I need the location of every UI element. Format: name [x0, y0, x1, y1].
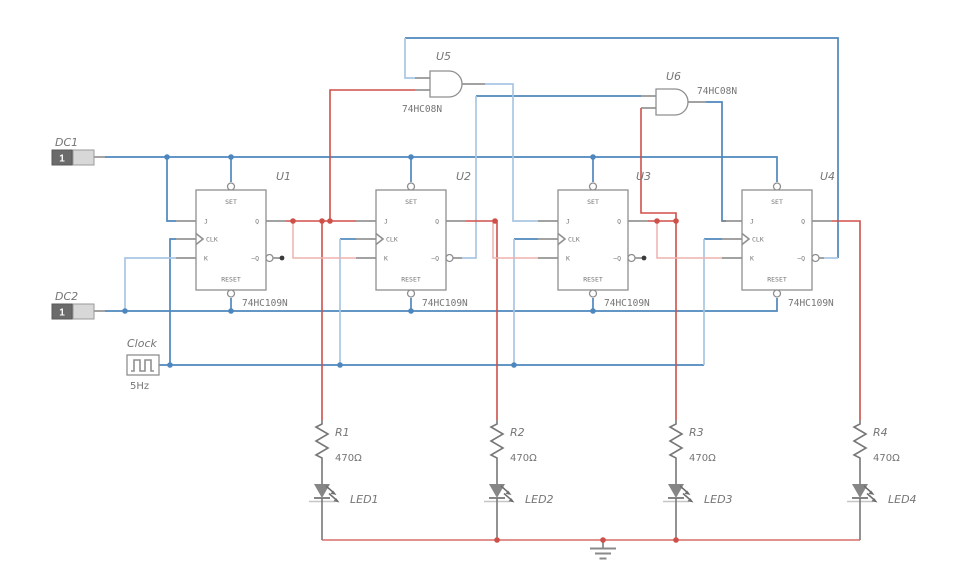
- ref-label: U2: [456, 170, 471, 183]
- wire-u1q-to-u2-k[interactable]: [292, 221, 356, 259]
- dangling-end-dot: [279, 255, 285, 261]
- part-label: 74HC109N: [788, 298, 834, 309]
- led-led2[interactable]: LED2: [483, 461, 554, 541]
- dc1-value: 1: [59, 154, 65, 165]
- and-gate-u5[interactable]: U5 74HC08N: [402, 50, 485, 115]
- ref-label: LED3: [704, 493, 733, 506]
- part-label: 74HC109N: [604, 298, 650, 309]
- ref-label: U5: [436, 50, 451, 63]
- junction-dots: [122, 154, 679, 543]
- wires-lightblue: [124, 38, 838, 365]
- wire-u1-clk[interactable]: [169, 238, 176, 365]
- wire-u5-out-to-u3-j[interactable]: [485, 83, 538, 222]
- wire-u4q-to-r4[interactable]: [832, 220, 861, 420]
- flipflop-u4[interactable]: U4 74HC109N: [721, 170, 835, 309]
- dc2-value: 1: [59, 308, 65, 319]
- wire-dc1-rail[interactable]: [105, 156, 778, 182]
- part-label: 74HC08N: [402, 104, 442, 115]
- dc-source-dc2[interactable]: DC2 1: [51, 290, 105, 320]
- ref-label: R2: [510, 426, 525, 439]
- ref-label: LED4: [888, 493, 917, 506]
- value-label: 470Ω: [689, 453, 716, 464]
- wire-u2qn-riser[interactable]: [462, 96, 477, 259]
- dc2-value-box[interactable]: [51, 303, 73, 320]
- ref-label: LED1: [350, 493, 379, 506]
- resistor-r2[interactable]: R2 470Ω: [490, 419, 537, 464]
- led-led1[interactable]: LED1: [308, 461, 379, 541]
- dangling-end-dot: [641, 255, 647, 261]
- wire-u3q-to-u4-k[interactable]: [656, 221, 722, 259]
- flipflop-u1[interactable]: U1 74HC109N: [175, 170, 291, 309]
- ref-label: DC2: [55, 290, 78, 303]
- wire-u3q-to-u6-b[interactable]: [640, 108, 677, 221]
- dc1-toggle-button[interactable]: [72, 149, 95, 166]
- dc-source-dc1[interactable]: DC1 1: [51, 136, 105, 166]
- clock-waveform-icon: [131, 359, 154, 372]
- clock-source[interactable]: Clock 5Hz: [126, 337, 160, 392]
- wire-dc1-to-u1-j[interactable]: [166, 157, 176, 222]
- wire-dc2-rail[interactable]: [105, 298, 778, 312]
- wire-u5-top-input-drop[interactable]: [404, 38, 415, 79]
- ref-label: R1: [335, 426, 350, 439]
- value-label: 470Ω: [335, 453, 362, 464]
- resistor-r3[interactable]: R3 470Ω: [669, 419, 716, 464]
- ref-label: DC1: [55, 136, 78, 149]
- ref-label: U1: [276, 170, 291, 183]
- wire-u4qn-top-rail-to-u5[interactable]: [405, 37, 839, 258]
- wire-u2q-to-u3-k[interactable]: [492, 221, 538, 259]
- wires-blue: [105, 37, 839, 366]
- value-label: 470Ω: [873, 453, 900, 464]
- and-gate-u6[interactable]: U6 74HC08N: [640, 70, 737, 116]
- ref-label: U6: [666, 70, 681, 83]
- part-label: 74HC08N: [697, 86, 737, 97]
- part-label: 74HC109N: [242, 298, 288, 309]
- wires-pink: [292, 221, 722, 259]
- led-led3[interactable]: LED3: [662, 461, 733, 541]
- dc1-value-box[interactable]: [51, 149, 73, 166]
- clock-frequency: 5Hz: [130, 381, 149, 392]
- ref-label: U3: [636, 170, 651, 183]
- resistor-r1[interactable]: R1 470Ω: [315, 419, 362, 464]
- dc2-toggle-button[interactable]: [72, 303, 95, 320]
- ref-label: Clock: [127, 337, 158, 350]
- wire-u1q-to-u5-b[interactable]: [329, 89, 415, 221]
- flipflop-u3[interactable]: U3 74HC109N: [537, 170, 651, 309]
- ref-label: R4: [873, 426, 888, 439]
- ref-label: R3: [689, 426, 704, 439]
- led-led4[interactable]: LED4: [846, 461, 917, 541]
- ref-label: U4: [820, 170, 835, 183]
- value-label: 470Ω: [510, 453, 537, 464]
- flipflop-u2[interactable]: U2 74HC109N: [355, 170, 471, 309]
- ref-label: LED2: [525, 493, 554, 506]
- part-label: 74HC109N: [422, 298, 468, 309]
- wire-dc2-to-u1-k[interactable]: [124, 257, 176, 311]
- resistor-r4[interactable]: R4 470Ω: [853, 419, 900, 464]
